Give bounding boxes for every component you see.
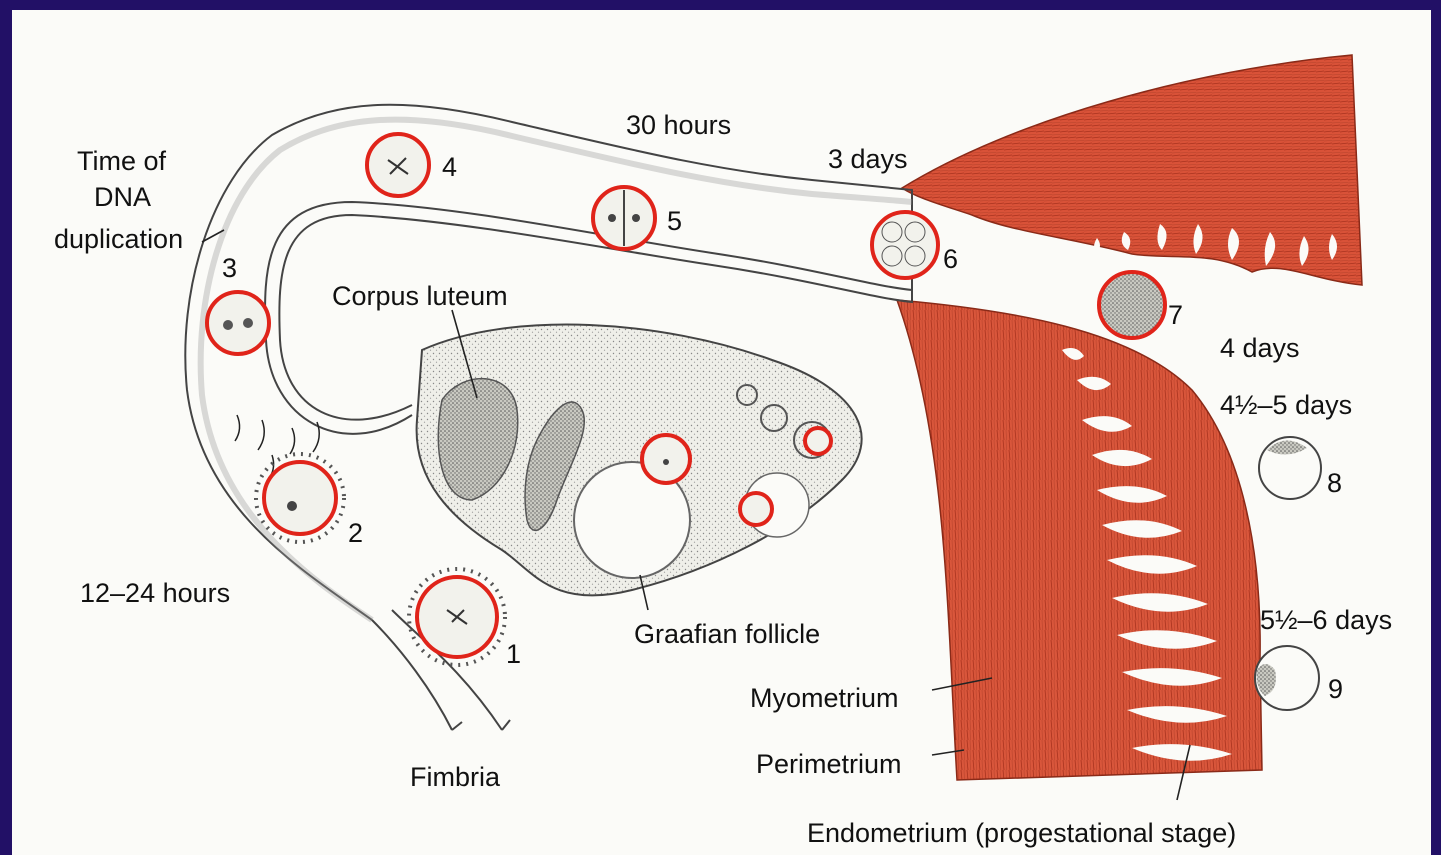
uterus-upper-wall: [902, 55, 1362, 285]
label-time-of: Time of: [77, 146, 167, 176]
uterus-lower-wall: [897, 300, 1262, 780]
label-3-days: 3 days: [828, 144, 908, 174]
label-fimbria: Fimbria: [410, 762, 501, 792]
label-corpus-luteum: Corpus luteum: [332, 281, 508, 311]
stage-2-fertilization: [256, 454, 344, 542]
label-4-days: 4 days: [1220, 333, 1300, 363]
label-endometrium: Endometrium (progestational stage): [807, 818, 1236, 848]
label-myometrium: Myometrium: [750, 683, 899, 713]
label-dna: DNA: [94, 182, 151, 212]
stage-number-3: 3: [222, 253, 237, 283]
stage-3-pronuclei: [207, 292, 269, 354]
stage-5-two-cell: [593, 187, 655, 249]
label-12-24-hours: 12–24 hours: [80, 578, 230, 608]
label-5half-6-days: 5½–6 days: [1260, 605, 1392, 635]
stage-number-8: 8: [1327, 468, 1342, 498]
stage-6-morula: [872, 212, 938, 278]
label-30-hours: 30 hours: [626, 110, 731, 140]
stage-8-blastocyst: [1259, 437, 1321, 499]
stage-number-6: 6: [943, 244, 958, 274]
ovary: [417, 325, 862, 596]
stage-7-morula: [1099, 272, 1165, 338]
label-graafian-follicle: Graafian follicle: [634, 619, 820, 649]
stage-number-7: 7: [1168, 300, 1183, 330]
label-duplication: duplication: [54, 224, 183, 254]
stage-1-oocyte: [409, 569, 505, 665]
label-perimetrium: Perimetrium: [756, 749, 902, 779]
stage-number-2: 2: [348, 518, 363, 548]
stage-number-1: 1: [506, 639, 521, 669]
label-4half-5-days: 4½–5 days: [1220, 390, 1352, 420]
stage-number-5: 5: [667, 206, 682, 236]
diagram-frame: Time of DNA duplication 30 hours 3 days …: [12, 10, 1431, 855]
stage-number-4: 4: [442, 152, 457, 182]
stage-9-implantation: [1255, 646, 1319, 710]
ovulation-implantation-diagram: Time of DNA duplication 30 hours 3 days …: [12, 10, 1431, 855]
stage-4-zygote: [367, 134, 429, 196]
stage-number-9: 9: [1328, 674, 1343, 704]
